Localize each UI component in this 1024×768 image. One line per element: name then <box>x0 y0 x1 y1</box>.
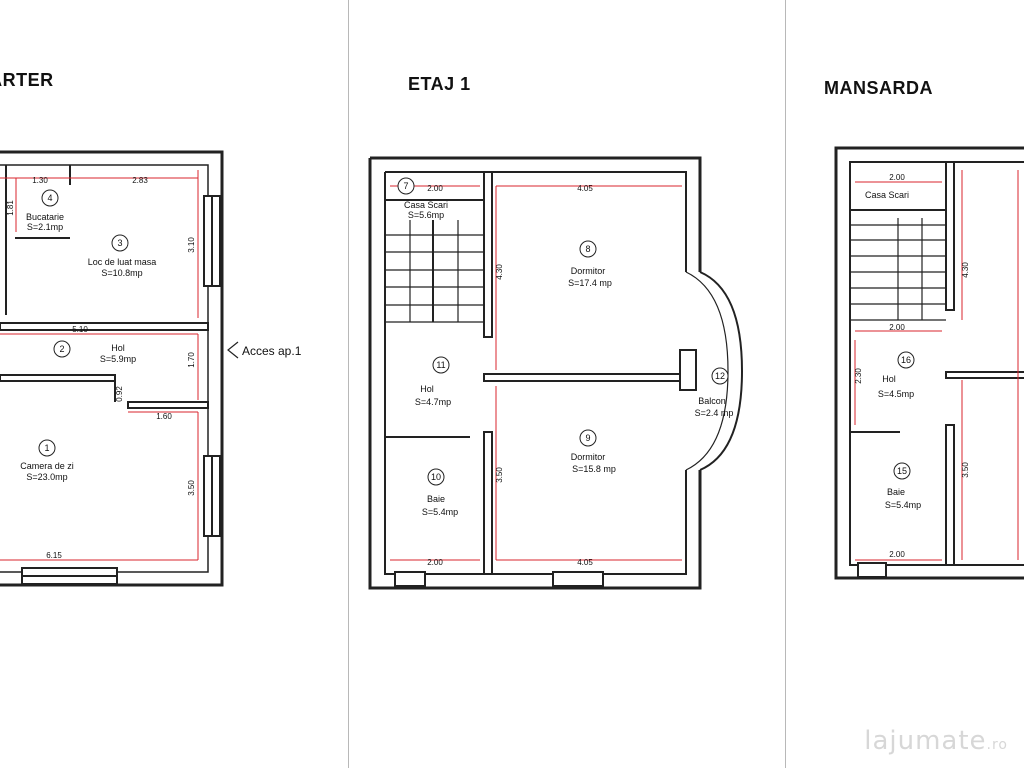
room-number-marker <box>111 234 129 252</box>
room-area: S=5.4mp <box>885 500 921 510</box>
panel-title-text: PARTER <box>0 70 54 90</box>
room-area: S=5.4mp <box>422 507 458 517</box>
plan-mansarda <box>834 146 1024 580</box>
plan-parter <box>0 150 224 587</box>
mansarda-dimension-lines <box>854 170 1019 561</box>
room-number: 4 <box>47 193 52 203</box>
dimension-label: 1.60 <box>156 412 172 421</box>
room-number: 2 <box>59 344 64 354</box>
room-area: S=15.8 mp <box>572 464 616 474</box>
room-number: 16 <box>901 355 911 365</box>
room-name: Casa Scari <box>865 190 909 200</box>
room-area: S=4.5mp <box>878 389 914 399</box>
room-number-marker <box>711 367 729 385</box>
room-name: Dormitor <box>571 452 606 462</box>
dimension-label: 1.81 <box>6 200 15 216</box>
panel-title-text: MANSARDA <box>824 78 933 98</box>
room-name: Baie <box>887 487 905 497</box>
dimension-label: 2.00 <box>889 173 905 182</box>
access-label: Acces ap.1 <box>242 344 302 358</box>
dimension-label: 1.70 <box>187 352 196 368</box>
dimension-label: 2.83 <box>132 176 148 185</box>
dimension-label: 5.10 <box>72 325 88 334</box>
dimension-label: 3.50 <box>495 467 504 483</box>
dimension-label: 2.00 <box>889 323 905 332</box>
room-number: 15 <box>897 466 907 476</box>
room-area: S=23.0mp <box>26 472 67 482</box>
room-area: S=17.4 mp <box>568 278 612 288</box>
room-number: 8 <box>585 244 590 254</box>
room-number: 12 <box>715 371 725 381</box>
access-arrow-icon <box>227 341 239 359</box>
room-number: 3 <box>117 238 122 248</box>
room-area: S=2.1mp <box>27 222 63 232</box>
room-name: Casa Scari <box>404 200 448 210</box>
plan-etaj <box>368 156 744 590</box>
room-name: Bucatarie <box>26 212 64 222</box>
room-number-marker <box>38 439 56 457</box>
room-name: Loc de luat masa <box>88 257 157 267</box>
room-name: Hol <box>420 384 434 394</box>
room-area: S=5.6mp <box>408 210 444 220</box>
dimension-label: 3.50 <box>187 480 196 496</box>
room-number-marker <box>579 429 597 447</box>
room-number: 9 <box>585 433 590 443</box>
room-number-marker <box>397 177 415 195</box>
room-area: S=4.7mp <box>415 397 451 407</box>
panel-title-etaj: ETAJ 1 <box>408 74 471 95</box>
parter-dimension-lines <box>0 170 199 561</box>
dimension-label: 0.92 <box>115 386 124 402</box>
room-number-marker <box>53 340 71 358</box>
panel-separator <box>785 0 786 768</box>
dimension-label: 2.00 <box>427 184 443 193</box>
watermark-brand: lajumate <box>864 726 987 756</box>
room-name: Dormitor <box>571 266 606 276</box>
panel-title-text: ETAJ 1 <box>408 74 471 94</box>
dimension-label: 4.30 <box>961 262 970 278</box>
dimension-label: 1.30 <box>32 176 48 185</box>
room-number: 10 <box>431 472 441 482</box>
room-name: Hol <box>882 374 896 384</box>
room-name: Balcon <box>698 396 726 406</box>
room-number: 7 <box>403 181 408 191</box>
dimension-label: 6.15 <box>46 551 62 560</box>
dimension-label: 4.05 <box>577 184 593 193</box>
room-area: S=10.8mp <box>101 268 142 278</box>
dimension-label: 4.30 <box>495 264 504 280</box>
room-area: S=5.9mp <box>100 354 136 364</box>
room-number-marker <box>427 468 445 486</box>
room-number-marker <box>432 356 450 374</box>
dimension-label: 2.00 <box>889 550 905 559</box>
watermark-tld: .ro <box>986 737 1008 753</box>
room-number-marker <box>897 351 915 369</box>
room-number-marker <box>579 240 597 258</box>
room-number-marker <box>41 189 59 207</box>
panel-title-parter: PARTER <box>0 70 54 91</box>
dimension-label: 2.00 <box>427 558 443 567</box>
dimension-label: 4.05 <box>577 558 593 567</box>
dimension-label: 2.30 <box>854 368 863 384</box>
watermark-logo: lajumate.ro <box>864 726 1008 756</box>
panel-title-mansarda: MANSARDA <box>824 78 933 99</box>
room-number-marker <box>893 462 911 480</box>
dimension-label: 3.10 <box>187 237 196 253</box>
room-name: Hol <box>111 343 125 353</box>
dimension-label: 3.50 <box>961 462 970 478</box>
room-number: 11 <box>436 360 445 370</box>
room-number: 1 <box>44 443 49 453</box>
room-name: Baie <box>427 494 445 504</box>
room-name: Camera de zi <box>20 461 74 471</box>
room-area: S=2.4 mp <box>695 408 734 418</box>
panel-separator <box>348 0 349 768</box>
